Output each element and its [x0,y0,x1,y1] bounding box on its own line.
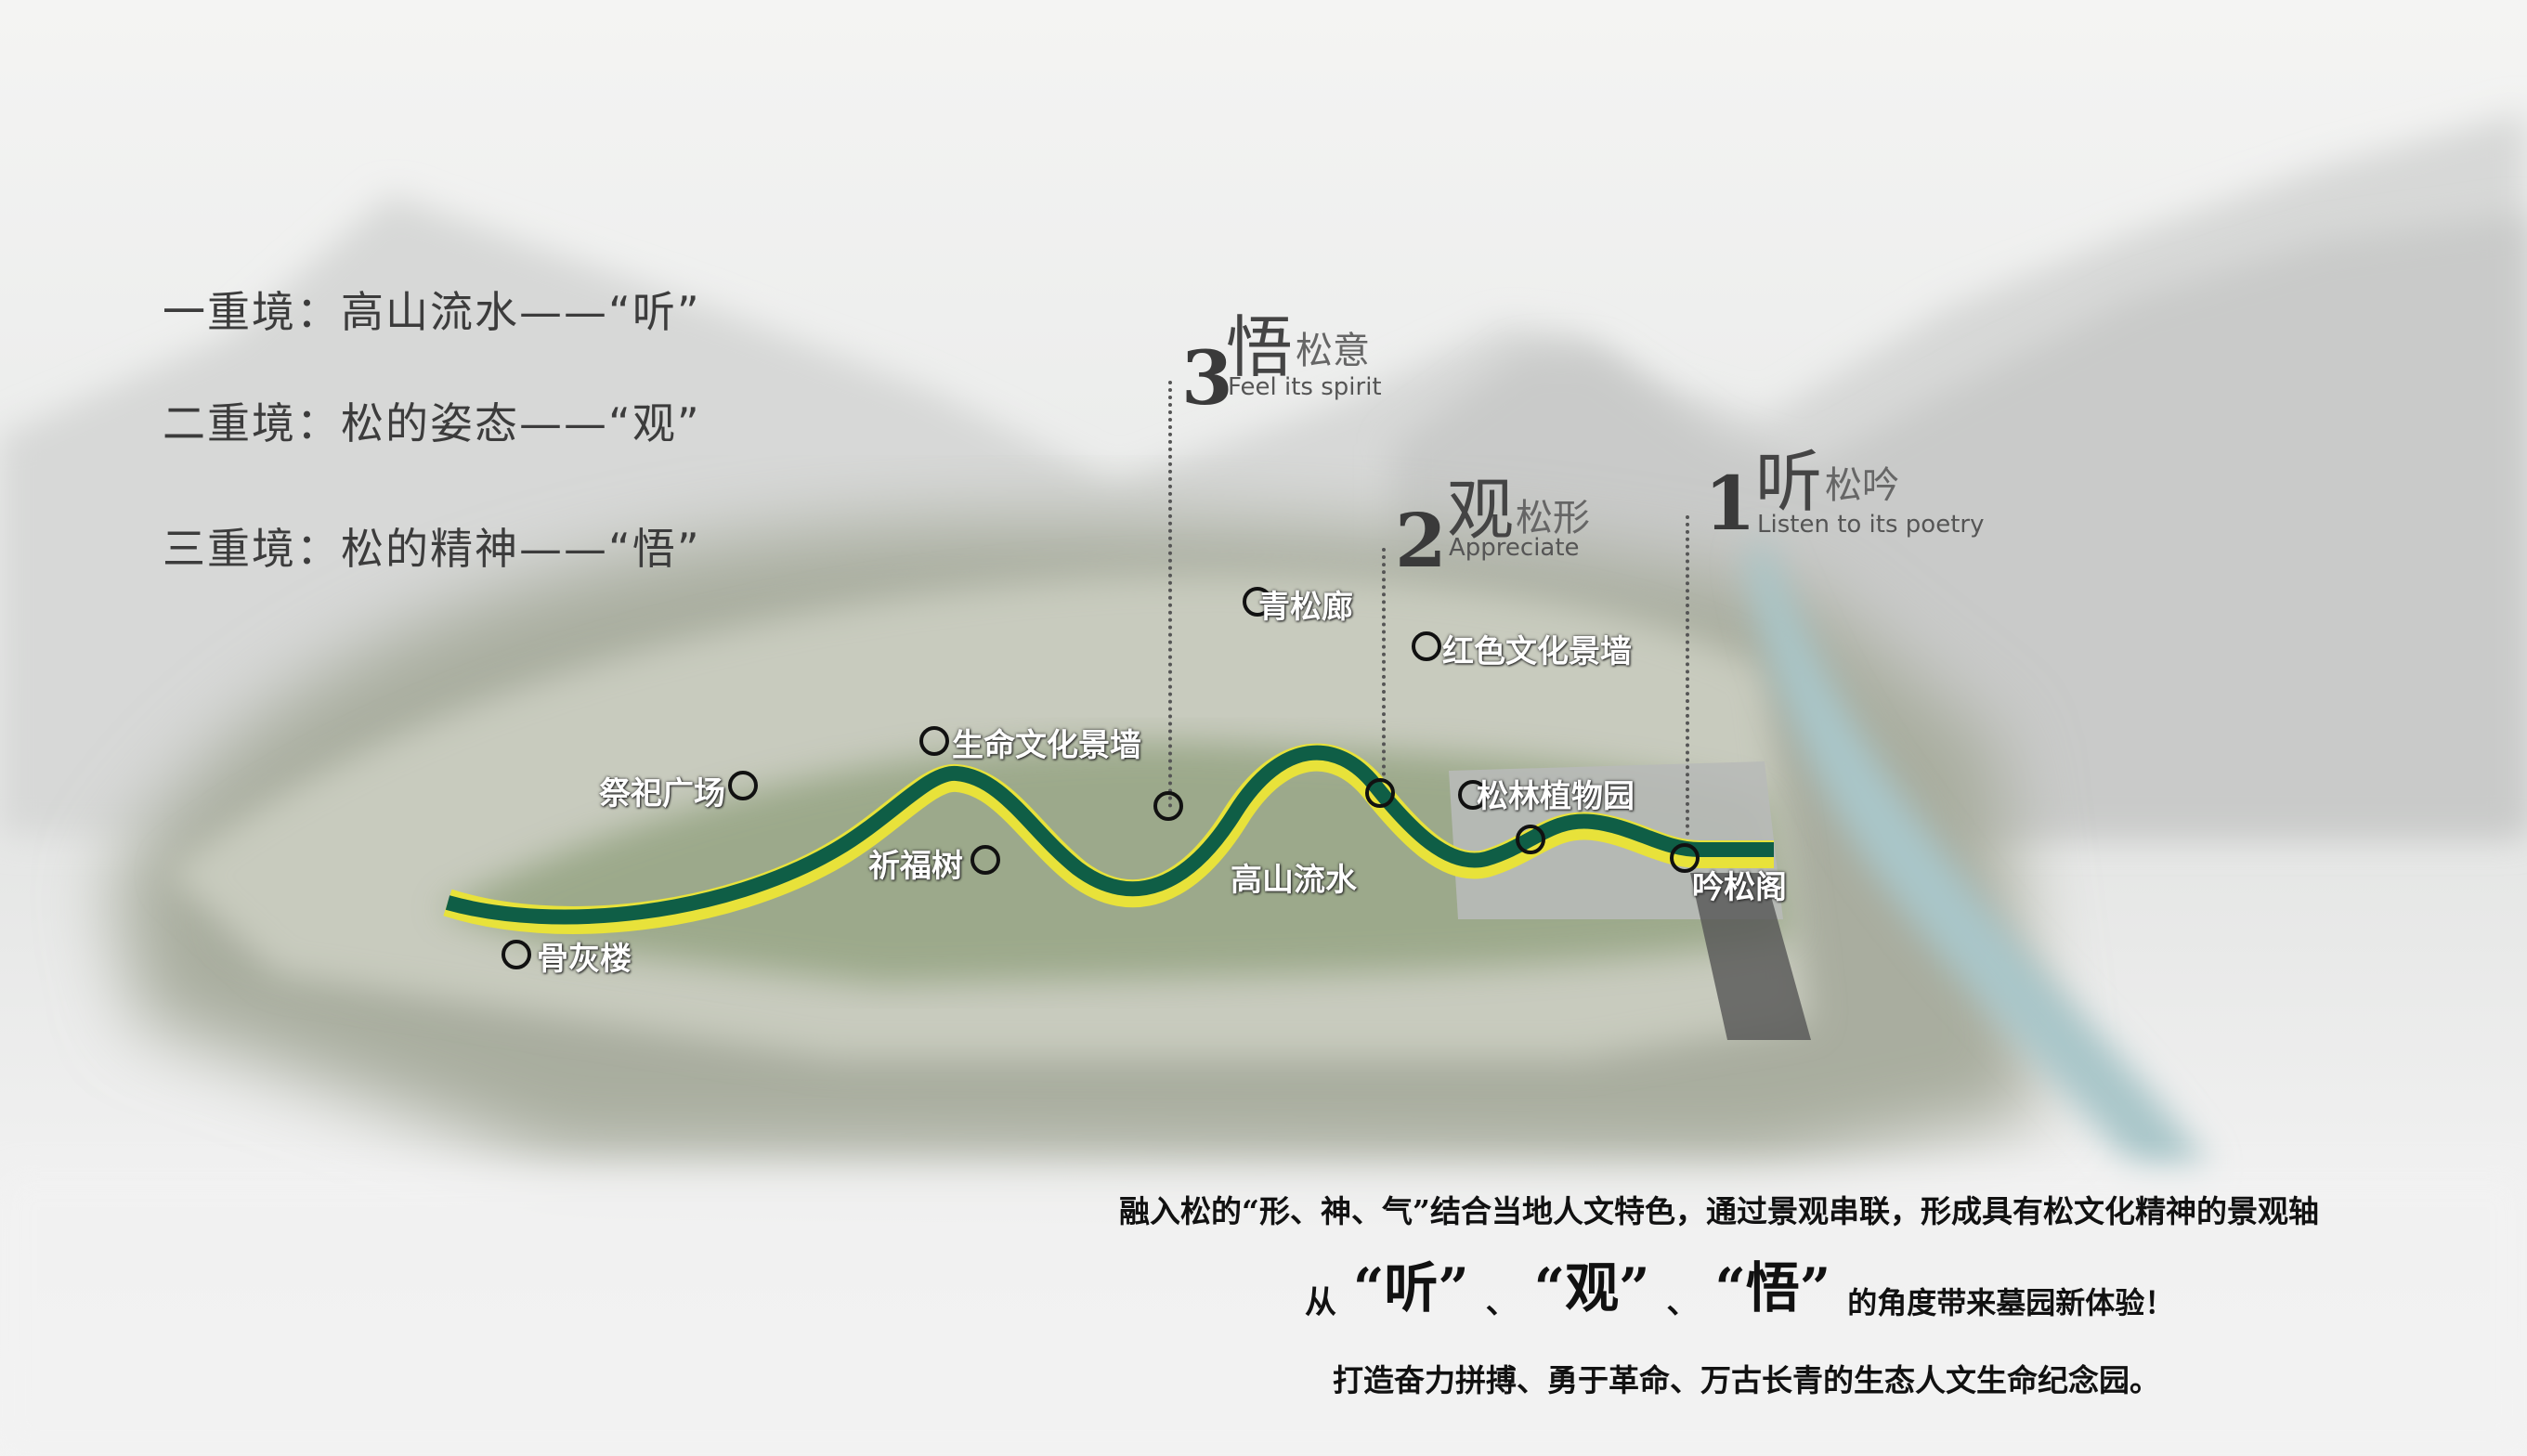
label-shengming: 生命文化景墙 [952,727,1141,764]
stage-3-number: 3 [1181,334,1233,422]
label-jisi: 祭祀广场 [599,775,725,812]
marker-jisi [728,771,758,800]
marker-guhui [501,940,531,969]
caption-prefix: 从 [1305,1284,1336,1321]
label-qifushu: 祈福树 [868,848,963,885]
stage-1-char: 听 [1755,443,1823,521]
marker-songlin [1458,780,1488,810]
caption-line-3: 打造奋力拼搏、勇于革命、万古长青的生态人文生命纪念园。 [1333,1362,2160,1398]
caption-sep-1: 、 [1485,1284,1518,1321]
stage-3-english: Feel its spirit [1228,373,1382,401]
stage-2-leader-line [1382,548,1386,799]
stage-2-char: 观 [1447,471,1515,549]
stage-3-char: 悟 [1226,308,1294,386]
realm-2-text: 二重境：松的姿态——“观” [163,398,701,448]
caption-line-1: 融入松的“形、神、气”结合当地人文特色，通过景观串联，形成具有松文化精神的景观轴 [1119,1193,2319,1229]
label-gaoshan: 高山流水 [1231,862,1357,899]
marker-songlin-axis [1365,778,1395,808]
stage-1-leader-line [1686,515,1689,836]
label-yinsong: 吟松阁 [1692,869,1787,906]
realm-1-text: 一重境：高山流水——“听” [163,287,701,337]
label-songlin: 松林植物园 [1477,778,1635,815]
caption-suffix: 的角度带来墓园新体验！ [1847,1285,2175,1320]
marker-shengming [919,726,949,756]
marker-qifushu [970,845,1000,875]
realm-3-text: 三重境：松的精神——“悟” [163,524,701,574]
caption-ting: “听” [1353,1256,1469,1320]
marker-yinsong [1670,843,1700,873]
marker-gaoshan [1153,791,1183,821]
marker-plaza [1516,825,1545,854]
label-hongse: 红色文化景墙 [1442,633,1632,670]
caption-line-2: 从 “听” 、 “观” 、 “悟” 的角度带来墓园新体验！ [1305,1244,2174,1322]
stage-2-sub: 松形 [1516,497,1590,540]
stage-2-english: Appreciate [1449,534,1580,562]
stage-2-number: 2 [1395,497,1447,584]
stage-1-english: Listen to its poetry [1757,511,1985,539]
stage-3-sub: 松意 [1296,330,1370,372]
stage-1-number: 1 [1704,460,1756,547]
marker-qingsonglang [1243,587,1272,617]
caption-guan: “观” [1533,1256,1650,1320]
stage-3-leader-line [1168,381,1172,808]
caption-wu: “悟” [1714,1256,1831,1320]
label-guhui: 骨灰楼 [537,941,632,978]
marker-hongse [1412,631,1441,661]
caption-sep-2: 、 [1666,1284,1699,1321]
stage-1-sub: 松吟 [1825,464,1899,507]
label-qingsonglang: 青松廊 [1258,589,1353,626]
